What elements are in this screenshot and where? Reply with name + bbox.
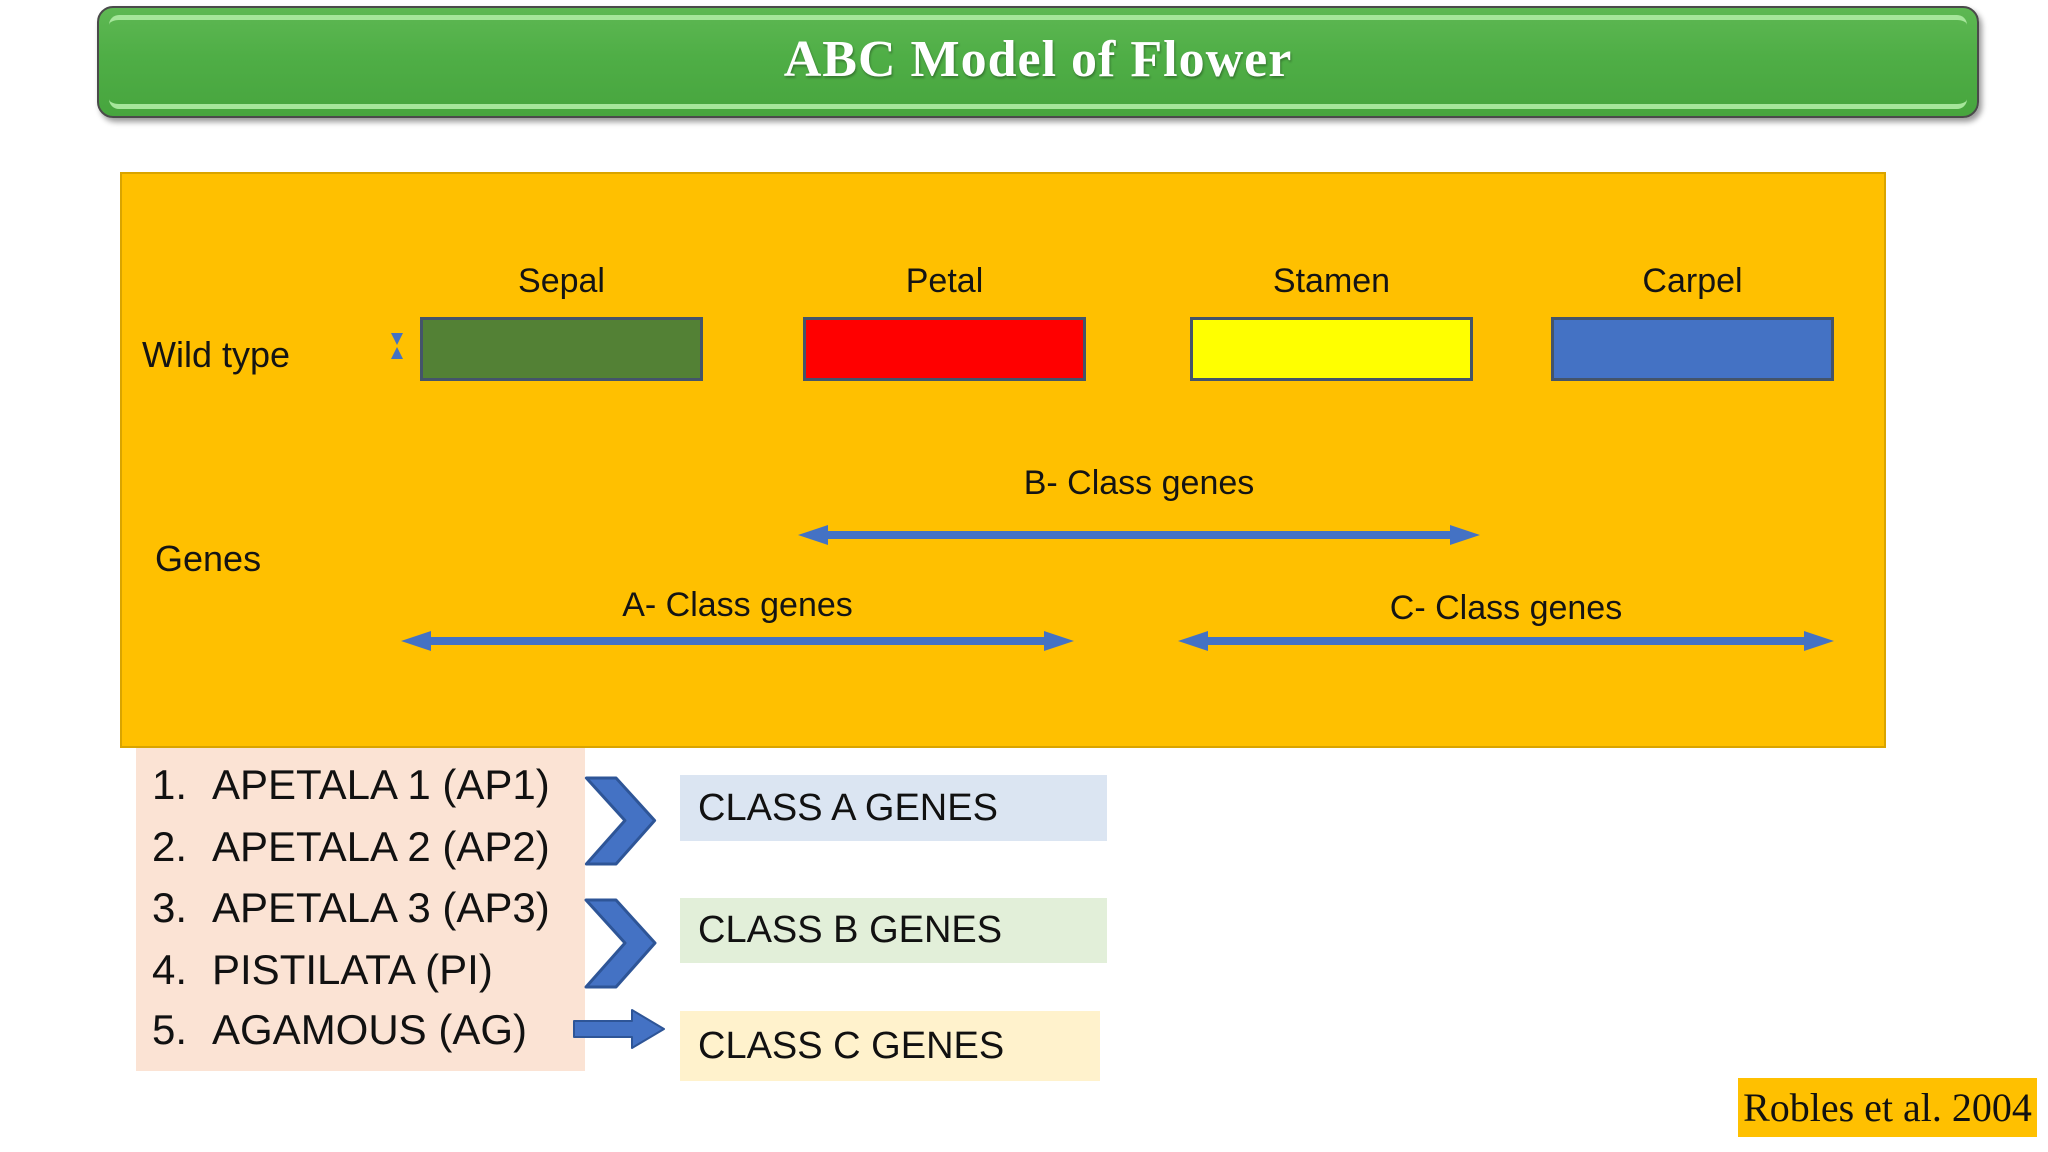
class-c-genes-label: CLASS C GENES — [698, 1024, 1005, 1067]
hourglass-icon — [391, 333, 403, 359]
class-c-genes-box: CLASS C GENES — [680, 1011, 1100, 1081]
gene-list: 1. APETALA 1 (AP1) 2. APETALA 2 (AP2) 3.… — [136, 748, 585, 1071]
list-item-name: APETALA 2 (AP2) — [212, 823, 550, 870]
class-b-genes-label: CLASS B GENES — [698, 909, 1003, 951]
list-item-name: PISTILATA (PI) — [212, 946, 493, 993]
whorl-label-carpel: Carpel — [1642, 262, 1743, 300]
list-item-number: 3. — [152, 884, 188, 931]
right-arrow-c-icon — [573, 1009, 665, 1049]
b-class-genes-label: B- Class genes — [1023, 464, 1255, 502]
list-item-name: APETALA 3 (AP3) — [212, 884, 550, 931]
list-item: 2. APETALA 2 (AP2) — [136, 823, 585, 875]
banner-gloss-highlight — [109, 15, 1967, 109]
sepal-rect — [420, 317, 703, 381]
whorl-label-petal: Petal — [905, 262, 984, 300]
genes-label: Genes — [155, 538, 262, 579]
b-class-arrow — [798, 525, 1480, 545]
class-a-genes-label: CLASS A GENES — [698, 786, 998, 829]
list-item: 4. PISTILATA (PI) — [136, 946, 585, 998]
citation-box: Robles et al. 2004 — [1738, 1078, 2037, 1137]
a-class-arrow — [401, 631, 1074, 651]
class-b-genes-box: CLASS B GENES — [680, 898, 1107, 963]
c-class-arrow — [1178, 631, 1834, 651]
chevron-arrow-a-icon — [584, 776, 657, 866]
chevron-arrow-b-icon — [584, 898, 657, 989]
title-banner: ABC Model of Flower — [97, 6, 1979, 118]
list-item-name: AGAMOUS (AG) — [212, 1006, 528, 1053]
list-item-number: 5. — [152, 1006, 188, 1053]
slide-title: ABC Model of Flower — [783, 31, 1293, 89]
list-item: 1. APETALA 1 (AP1) — [136, 761, 585, 813]
citation-text: Robles et al. 2004 — [1743, 1085, 2032, 1130]
list-item: 5. AGAMOUS (AG) — [136, 1006, 585, 1058]
list-item: 3. APETALA 3 (AP3) — [136, 884, 585, 936]
list-item-number: 4. — [152, 946, 188, 993]
whorl-label-sepal: Sepal — [518, 262, 605, 300]
list-item-name: APETALA 1 (AP1) — [212, 761, 550, 808]
list-item-number: 1. — [152, 761, 188, 808]
petal-rect — [803, 317, 1086, 381]
carpel-rect — [1551, 317, 1834, 381]
stamen-rect — [1190, 317, 1473, 381]
whorl-label-stamen: Stamen — [1272, 262, 1391, 300]
abc-model-panel: Sepal Petal Stamen Carpel Wild type Gene… — [120, 172, 1886, 748]
wild-type-label: Wild type — [142, 334, 291, 375]
class-a-genes-box: CLASS A GENES — [680, 775, 1107, 841]
c-class-genes-label: C- Class genes — [1389, 589, 1623, 627]
a-class-genes-label: A- Class genes — [622, 586, 853, 624]
list-item-number: 2. — [152, 823, 188, 870]
